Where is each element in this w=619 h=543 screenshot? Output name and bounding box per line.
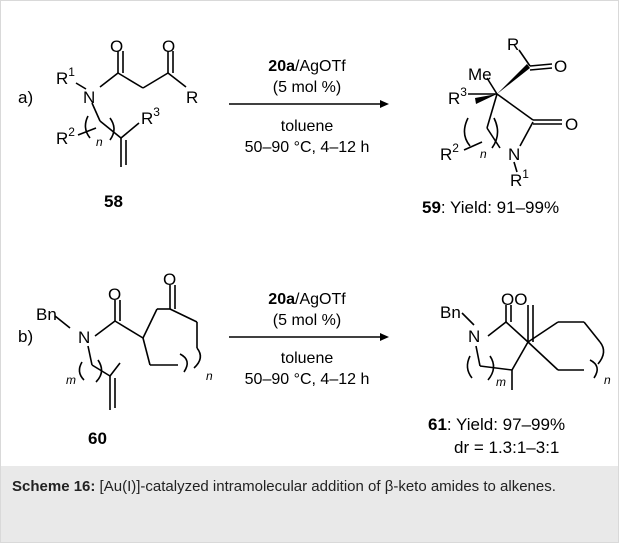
loading-b: (5 mol %) — [273, 312, 341, 329]
temp-time-b: 50–90 °C, 4–12 h — [245, 371, 370, 388]
atom-O: O — [110, 37, 123, 56]
caption-background — [1, 466, 618, 542]
atom-N: N — [508, 145, 520, 164]
compound-58-label: 58 — [104, 192, 123, 211]
substituent-R1: R1 — [56, 65, 75, 88]
caption-text: [Au(I)]-catalyzed intramolecular additio… — [95, 478, 556, 495]
atom-O: O — [565, 115, 578, 134]
product-61-yield: 61: Yield: 97–99% — [428, 415, 565, 434]
substituent-R1: R1 — [510, 167, 529, 190]
scheme-caption: Scheme 16: [Au(I)]-catalyzed intramolecu… — [12, 476, 602, 497]
index-n: n — [96, 135, 103, 149]
atom-N: N — [78, 328, 90, 347]
compound-60-label: 60 — [88, 429, 107, 448]
atom-O: O — [163, 270, 176, 289]
atom-O: O — [108, 285, 121, 304]
atom-OO: OO — [501, 290, 527, 309]
index-n: n — [206, 369, 213, 383]
scheme-a: a) O O — [18, 35, 578, 217]
product-61-dr: dr = 1.3:1–3:1 — [454, 438, 559, 457]
catalyst-b: 20a/AgOTf — [268, 291, 346, 308]
atom-O: O — [162, 37, 175, 56]
substituent-R: R — [507, 35, 519, 54]
substituent-R3: R3 — [448, 85, 467, 108]
reaction-arrow-a-head — [380, 100, 389, 108]
reaction-arrow-b-head — [380, 333, 389, 341]
caption-label: Scheme 16: — [12, 478, 96, 495]
substituent-R2: R2 — [440, 141, 459, 164]
index-m: m — [496, 375, 506, 389]
benzyl-Bn: Bn — [440, 303, 461, 322]
atom-N: N — [83, 88, 95, 107]
substituent-R: R — [186, 88, 198, 107]
scheme-b-label: b) — [18, 327, 33, 346]
scheme-b: b) Bn N O O — [18, 270, 611, 457]
reactant-58-structure — [75, 51, 187, 167]
methyl-Me: Me — [468, 65, 492, 84]
solvent-a: toluene — [281, 118, 334, 135]
index-m: m — [66, 373, 76, 387]
catalyst-a: 20a/AgOTf — [268, 58, 346, 75]
solvent-b: toluene — [281, 350, 334, 367]
product-59-structure — [463, 49, 562, 173]
temp-time-a: 50–90 °C, 4–12 h — [245, 139, 370, 156]
substituent-R3: R3 — [141, 105, 160, 128]
loading-a: (5 mol %) — [273, 79, 341, 96]
reactant-60-structure — [54, 285, 202, 410]
product-61-structure — [461, 305, 605, 390]
scheme-a-label: a) — [18, 88, 33, 107]
index-n: n — [604, 373, 611, 387]
product-59-yield: 59: Yield: 91–99% — [422, 198, 559, 217]
atom-O: O — [554, 57, 567, 76]
substituent-R2: R2 — [56, 125, 75, 148]
atom-N: N — [468, 327, 480, 346]
index-n: n — [480, 147, 487, 161]
benzyl-Bn: Bn — [36, 305, 57, 324]
